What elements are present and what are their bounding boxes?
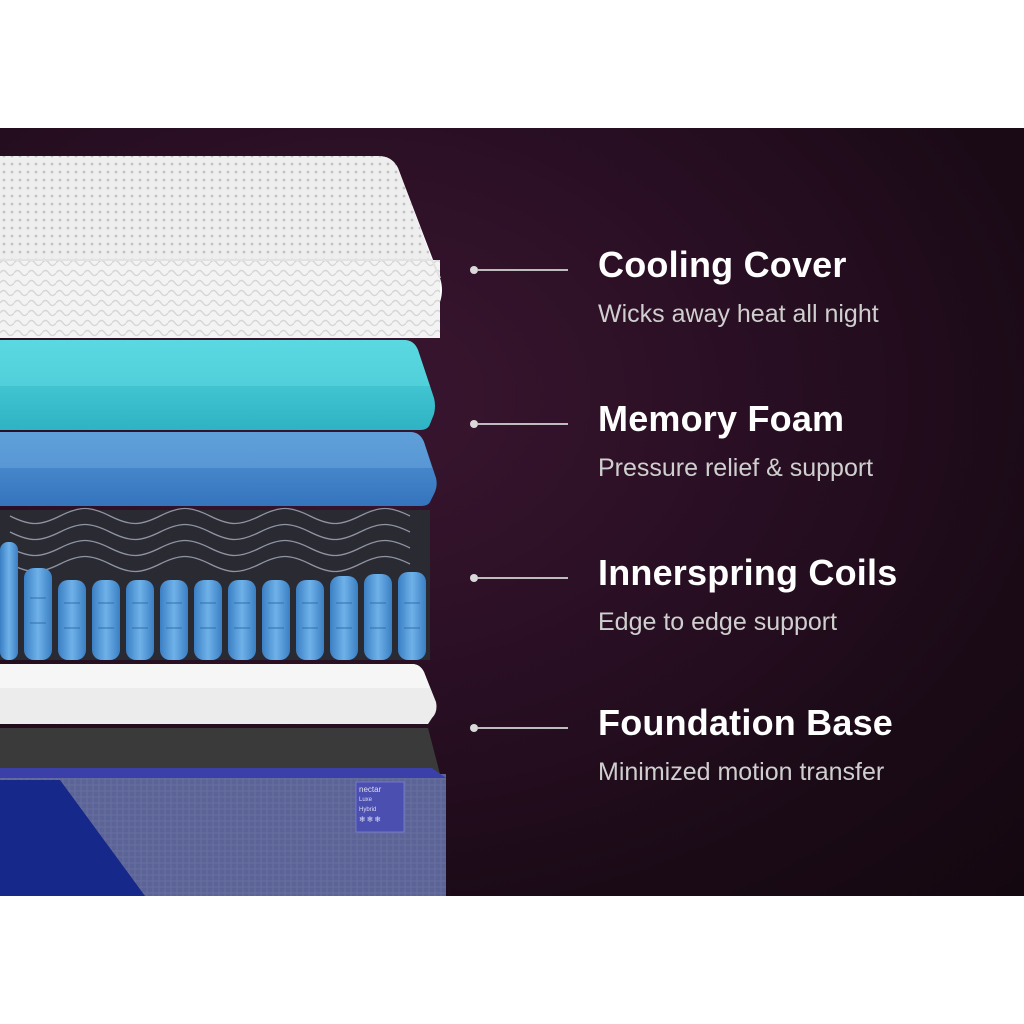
feature-subtitle: Minimized motion transfer xyxy=(598,758,885,786)
feature-title: Foundation Base xyxy=(598,702,894,743)
feature-memory-foam: Memory Foam Pressure relief & support xyxy=(460,384,1000,494)
feature-title: Cooling Cover xyxy=(598,244,847,285)
foundation-base-layer xyxy=(0,728,446,896)
feature-subtitle: Wicks away heat all night xyxy=(598,300,879,328)
brand-name: nectar xyxy=(359,785,382,794)
feature-subtitle: Edge to edge support xyxy=(598,608,838,636)
cooling-cover-layer xyxy=(0,156,442,338)
dot-icon xyxy=(470,266,478,274)
brand-line-2: Hybrid xyxy=(359,807,377,813)
feature-innerspring-coils: Innerspring Coils Edge to edge support xyxy=(460,538,1000,648)
feature-foundation-base: Foundation Base Minimized motion transfe… xyxy=(460,688,1000,798)
image-frame: nectar Luxe Hybrid ❄❄❄ Cooling Cover Wic… xyxy=(0,128,1024,896)
connector-line xyxy=(470,266,570,274)
feature-labels: Cooling Cover Wicks away heat all night … xyxy=(460,128,1024,896)
innerspring-coils-layer xyxy=(0,507,430,660)
dot-icon xyxy=(470,420,478,428)
feature-cooling-cover: Cooling Cover Wicks away heat all night xyxy=(460,230,1000,340)
dot-icon xyxy=(470,574,478,582)
memory-foam-layer-bottom xyxy=(0,432,437,506)
connector-line xyxy=(470,574,570,582)
base-foam-layer xyxy=(0,664,437,724)
snowflake-icons: ❄❄❄ xyxy=(359,815,383,824)
feature-subtitle: Pressure relief & support xyxy=(598,454,874,482)
brand-tag: nectar Luxe Hybrid ❄❄❄ xyxy=(356,782,404,832)
connector-line xyxy=(470,724,570,732)
dot-icon xyxy=(470,724,478,732)
mattress-cutaway xyxy=(0,156,446,896)
feature-title: Memory Foam xyxy=(598,398,845,439)
connector-line xyxy=(470,420,570,428)
feature-title: Innerspring Coils xyxy=(598,552,898,593)
brand-line-1: Luxe xyxy=(359,797,373,803)
memory-foam-layer-top xyxy=(0,340,435,430)
